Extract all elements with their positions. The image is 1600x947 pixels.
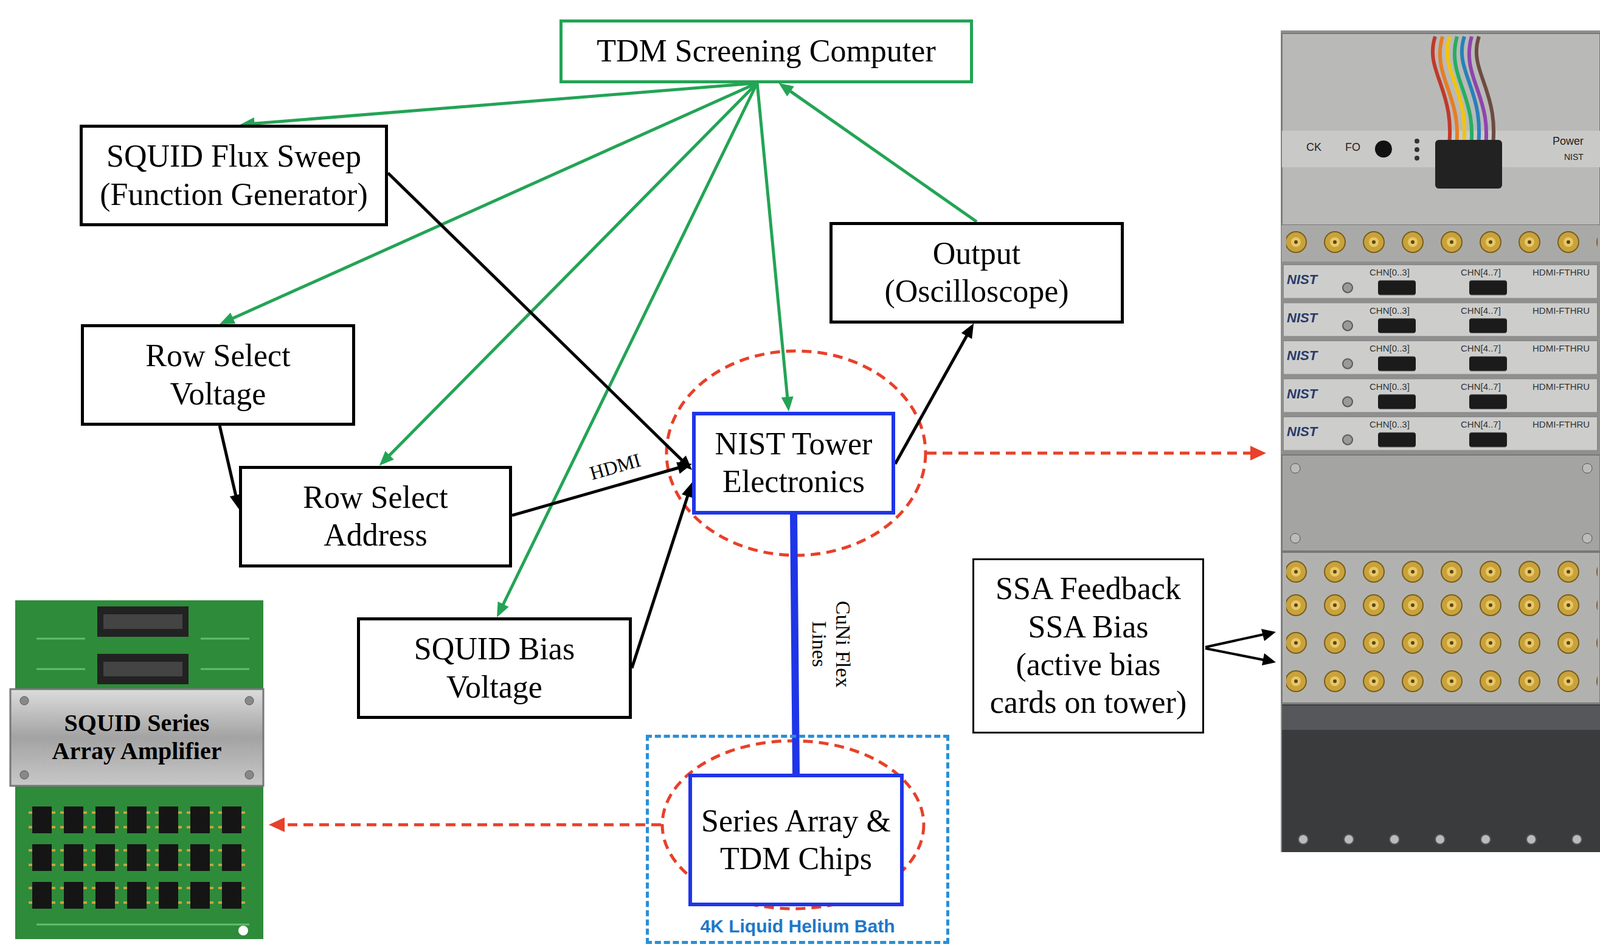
connector-line (757, 83, 788, 399)
connector (631, 482, 694, 668)
connector-line (789, 90, 977, 222)
process-box: Row Select Voltage (80, 324, 356, 426)
panel-label: CHN[4..7] (1460, 419, 1501, 430)
panel-label: Power (1552, 135, 1584, 148)
node-text: 4K Liquid Helium Bath (699, 915, 895, 938)
panel-label: CK (1306, 141, 1322, 154)
process-box: SQUID Bias Voltage (356, 617, 632, 719)
process-box: Output (Oscilloscope) (829, 221, 1124, 324)
edge-label: CuNi Flex Lines (807, 589, 856, 699)
node-text: Series Array & TDM Chips (700, 802, 892, 879)
node-text: NIST Tower Electronics (704, 425, 884, 502)
node-text: Row Select Address (275, 478, 477, 555)
panel-label: CHN[0..3] (1369, 342, 1410, 354)
process-box: Row Select Address (238, 465, 513, 568)
computer-box: TDM Screening Computer (559, 19, 974, 84)
cryostat-region: 4K Liquid Helium Bath Series Array & TDM … (645, 734, 950, 944)
node-text: SSA Feedback SSA Bias (active bias cards… (985, 569, 1192, 722)
connector (757, 83, 794, 412)
connector (895, 323, 974, 465)
node-text: SQUID Flux Sweep (Function Generator) (91, 137, 377, 214)
arrow-head (219, 312, 236, 325)
panel-label: HDMI-FTHRU (1532, 305, 1590, 316)
panel-label: CHN[4..7] (1460, 305, 1501, 316)
connector (778, 83, 977, 222)
connector (379, 83, 758, 466)
chip-box: Series Array & TDM Chips (688, 773, 904, 907)
connector-line (631, 495, 688, 668)
panel-label: NIST (1564, 152, 1584, 162)
arrow-head (781, 396, 794, 412)
panel-label: FO (1345, 141, 1361, 154)
panel-label: CHN[0..3] (1369, 305, 1410, 316)
panel-label: CHN[4..7] (1460, 342, 1501, 354)
panel-label: NIST (1286, 310, 1318, 326)
node-text: Output (Oscilloscope) (848, 234, 1105, 311)
connector-line (388, 83, 758, 457)
node-text: Row Select Voltage (117, 336, 319, 413)
note-box: SSA Feedback SSA Bias (active bias cards… (972, 558, 1205, 734)
panel-label: CHN[0..3] (1369, 381, 1410, 392)
node-text: TDM Screening Computer (596, 32, 936, 70)
arrow-head (778, 83, 794, 97)
panel-label: NIST (1286, 423, 1318, 440)
panel-label: HDMI-FTHRU (1532, 266, 1590, 278)
connector (387, 172, 693, 470)
panel-label: CHN[4..7] (1460, 266, 1501, 278)
panel-label: CHN[0..3] (1369, 419, 1410, 430)
arrow-head (496, 601, 510, 618)
connector-line (895, 335, 967, 465)
panel-label: NIST (1286, 271, 1318, 288)
connector (219, 425, 242, 510)
connector-line (219, 425, 236, 497)
panel-label: HDMI-FTHRU (1532, 342, 1590, 354)
arrow-head (379, 450, 395, 466)
arrow-head (961, 323, 974, 340)
connector (240, 83, 758, 131)
process-box: SQUID Flux Sweep (Function Generator) (79, 124, 388, 227)
connector-line (502, 83, 758, 606)
panel-label: CHN[4..7] (1460, 381, 1501, 392)
electronics-box: NIST Tower Electronics (692, 411, 896, 515)
panel-label: NIST (1286, 386, 1318, 402)
connector (496, 83, 758, 618)
part-label: SQUID Series Array Amplifier (36, 709, 238, 766)
panel-label: HDMI-FTHRU (1532, 419, 1590, 430)
arrow-head (676, 462, 693, 474)
node-text: SQUID Bias Voltage (394, 630, 595, 707)
panel-label: HDMI-FTHRU (1532, 381, 1590, 392)
panel-label: CHN[0..3] (1369, 266, 1410, 278)
connector-line (387, 172, 683, 461)
panel-label: NIST (1286, 347, 1318, 364)
